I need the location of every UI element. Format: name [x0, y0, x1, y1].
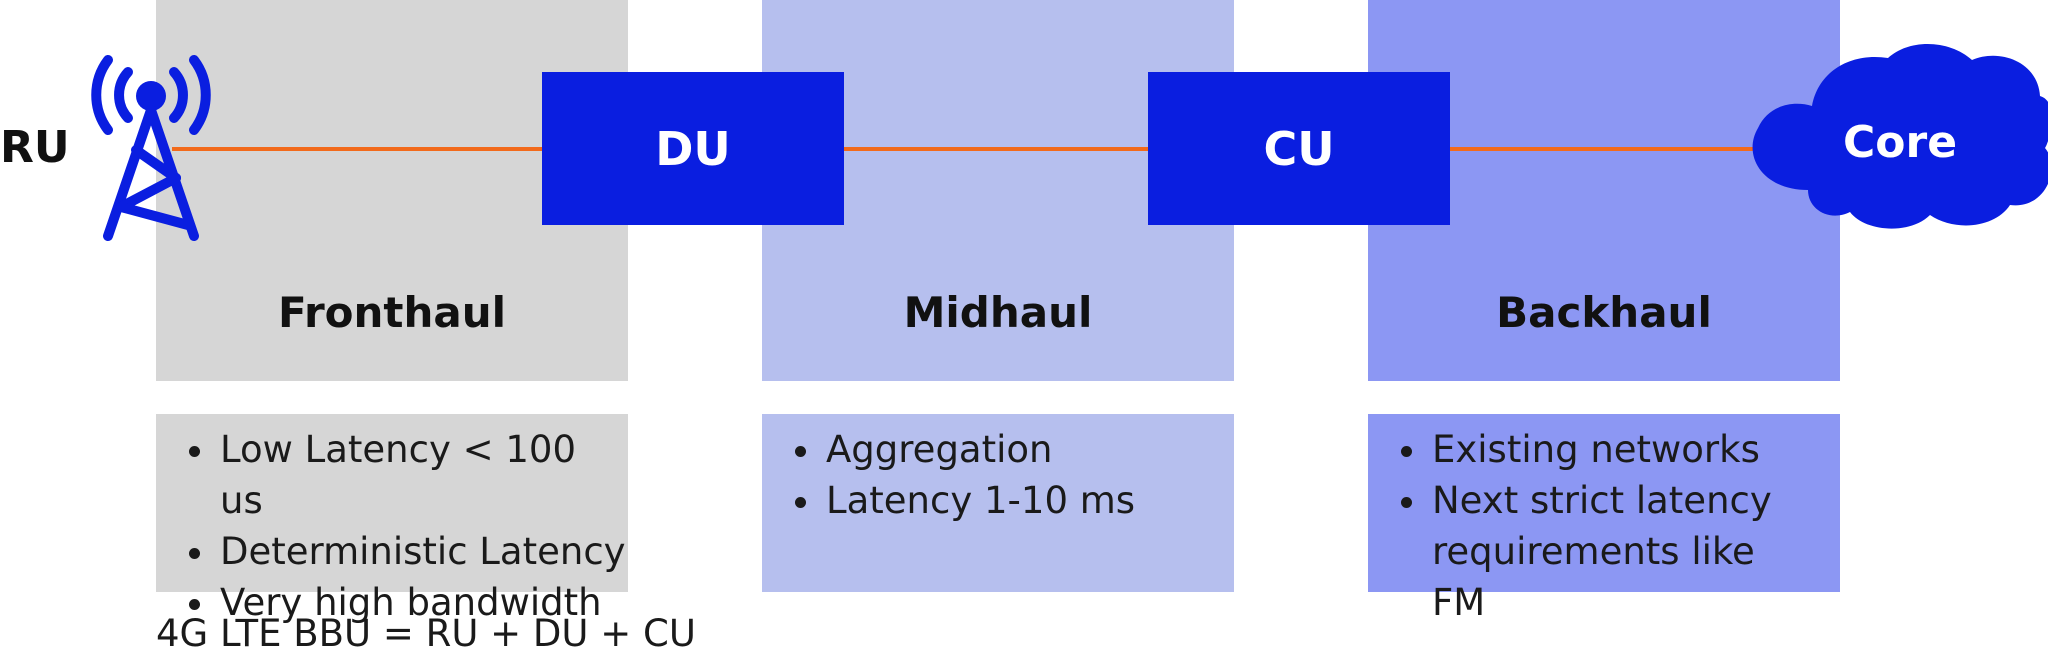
fronthaul-bullet-3: Very high bandwidth: [218, 577, 628, 628]
du-node: DU: [542, 72, 844, 225]
ru-label: RU: [0, 122, 70, 173]
backhaul-title: Backhaul: [1496, 288, 1712, 337]
fronthaul-bullet-2: Deterministic Latency: [218, 526, 628, 577]
backhaul-bullet-1: Existing networks: [1430, 424, 1810, 475]
backhaul-bullet-2: Next strict latency requirements like FM: [1430, 475, 1810, 628]
footnote: 4G LTE BBU = RU + DU + CU: [156, 612, 696, 655]
midhaul-bullet-2: Latency 1-10 ms: [824, 475, 1234, 526]
midhaul-bullet-1: Aggregation: [824, 424, 1234, 475]
midhaul-bullets: Aggregation Latency 1-10 ms: [762, 414, 1234, 592]
cu-node: CU: [1148, 72, 1450, 225]
fronthaul-bullet-1: Low Latency < 100 us: [218, 424, 628, 526]
radio-tower-icon: [91, 55, 211, 241]
fronthaul-title: Fronthaul: [277, 288, 507, 337]
cloud-icon: [1752, 44, 2048, 229]
fronthaul-bullets: Low Latency < 100 us Deterministic Laten…: [156, 414, 628, 624]
backhaul-bullets: Existing networks Next strict latency re…: [1368, 414, 1840, 624]
midhaul-title: Midhaul: [903, 288, 1093, 337]
core-label: Core: [1842, 117, 1958, 168]
